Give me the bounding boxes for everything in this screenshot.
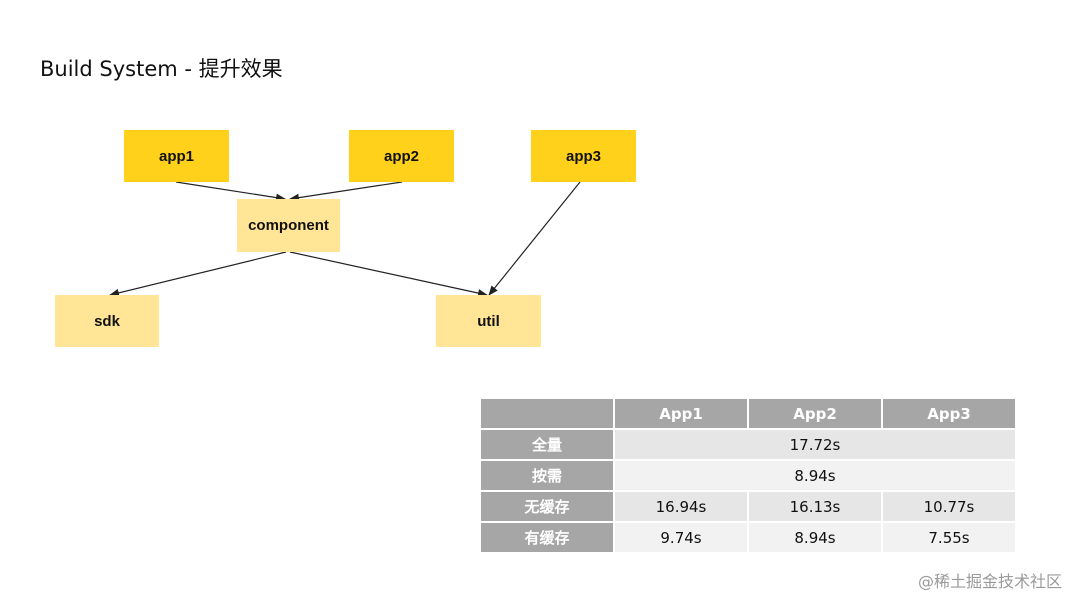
table-cell: 16.13s	[747, 490, 883, 523]
table-row-label: 无缓存	[479, 490, 615, 523]
node-sdk: sdk	[55, 295, 159, 347]
edge-component-util	[289, 251, 488, 297]
table-row: 按需 8.94s	[479, 459, 1017, 492]
table-cell: 8.94s	[613, 459, 1017, 492]
table-row-label: 全量	[479, 428, 615, 461]
table-row: 有缓存 9.74s 8.94s 7.55s	[479, 521, 1017, 554]
table-row: 全量 17.72s	[479, 428, 1017, 461]
edge-app3-util	[488, 181, 581, 296]
table-row: 无缓存 16.94s 16.13s 10.77s	[479, 490, 1017, 523]
table-header-cell	[479, 397, 615, 430]
table-cell: 10.77s	[881, 490, 1017, 523]
node-app2: app2	[349, 130, 454, 182]
table-cell: 7.55s	[881, 521, 1017, 554]
node-util: util	[436, 295, 541, 347]
table-header-cell: App1	[613, 397, 749, 430]
table-header-cell: App2	[747, 397, 883, 430]
table-header-cell: App3	[881, 397, 1017, 430]
build-time-table: App1 App2 App3 全量 17.72s 按需 8.94s 无缓存 16…	[479, 397, 1017, 554]
node-component: component	[237, 199, 340, 252]
node-app3: app3	[531, 130, 636, 182]
edge-app2-component	[289, 181, 403, 202]
edge-component-sdk	[109, 251, 287, 297]
table-cell: 8.94s	[747, 521, 883, 554]
node-app1: app1	[124, 130, 229, 182]
page-title: Build System - 提升效果	[40, 57, 283, 81]
table-cell: 9.74s	[613, 521, 749, 554]
table-cell: 17.72s	[613, 428, 1017, 461]
edge-app1-component	[175, 181, 286, 202]
table-cell: 16.94s	[613, 490, 749, 523]
table-row-label: 有缓存	[479, 521, 615, 554]
table-header-row: App1 App2 App3	[479, 397, 1017, 430]
table-row-label: 按需	[479, 459, 615, 492]
watermark: @稀土掘金技术社区	[917, 572, 1062, 591]
